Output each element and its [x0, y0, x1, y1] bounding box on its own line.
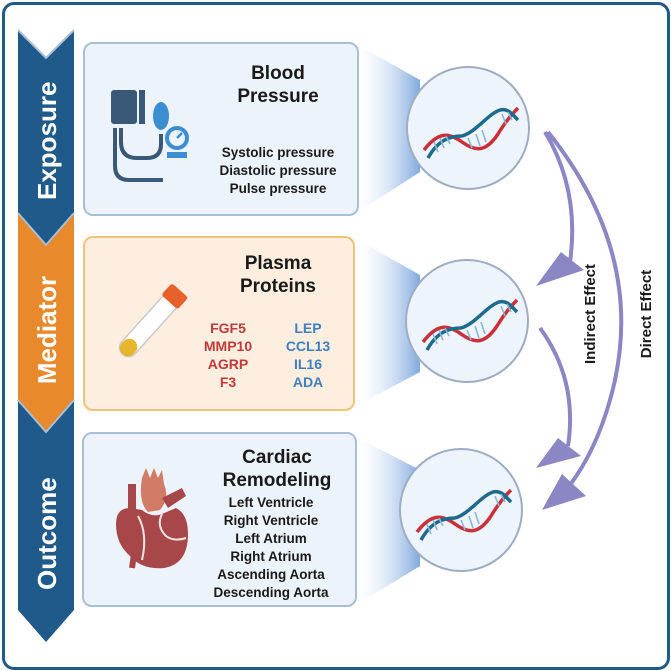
- indirect-effect-label: Indirect Effect: [582, 263, 599, 365]
- exposure-top-edge: [17, 29, 75, 60]
- funnel-exposure: [358, 45, 420, 212]
- funnel-outcome: [358, 438, 420, 604]
- mediator-box: Plasma Proteins FGF5 MMP10 AGRP F3 LEP C…: [83, 236, 355, 411]
- dna-circle-mediator: [405, 259, 529, 383]
- exposure-item: Diastolic pressure: [219, 163, 337, 178]
- exposure-item: Pulse pressure: [229, 181, 327, 196]
- protein-item: IL16: [293, 356, 322, 372]
- blood-pressure-monitor-icon: [111, 90, 189, 182]
- direct-arrow: [546, 130, 624, 487]
- protein-item: CCL13: [285, 338, 331, 354]
- funnel-mediator: [358, 240, 420, 405]
- exposure-chevron: [18, 30, 74, 245]
- indirect-arrowhead-2: [536, 438, 581, 468]
- outcome-title-line2: Remodeling: [222, 470, 332, 491]
- protein-item: AGRP: [207, 356, 249, 372]
- dna-circle-outcome: [399, 448, 523, 572]
- protein-item: LEP: [294, 320, 322, 336]
- heart-icon: [116, 468, 188, 569]
- outcome-item: Right Atrium: [230, 549, 312, 564]
- outcome-item: Descending Aorta: [213, 585, 329, 600]
- proteins-right-column: LEP CCL13 IL16 ADA: [273, 319, 343, 391]
- protein-item: FGF5: [210, 320, 246, 336]
- chevron-separator-2: [17, 399, 75, 434]
- mediator-title-line1: Plasma: [244, 253, 312, 274]
- exposure-box: Blood Pressure Systolic pressure Diastol…: [83, 42, 359, 216]
- outcome-item: Left Atrium: [235, 531, 307, 546]
- outcome-box: Cardiac Remodeling Left Ventricle Right …: [82, 432, 357, 607]
- outcome-item: Right Ventricle: [223, 513, 319, 528]
- indirect-arrow-2: [538, 326, 572, 447]
- direct-effect-label: Direct Effect: [638, 269, 655, 359]
- protein-item: ADA: [292, 374, 324, 390]
- exposure-title: Blood Pressure: [213, 62, 343, 108]
- mediator-chevron: [18, 213, 74, 432]
- chevron-separator-1: [17, 212, 75, 247]
- indirect-arrowhead-1: [536, 252, 584, 286]
- exposure-title-line1: Blood: [251, 63, 305, 84]
- blood-sample-tube-icon: [118, 284, 188, 358]
- outcome-title-line1: Cardiac: [242, 447, 312, 468]
- mediator-title-line2: Proteins: [239, 276, 317, 297]
- indirect-arrow-1: [543, 130, 575, 263]
- outcome-chevron: [18, 400, 74, 642]
- protein-item: MMP10: [203, 338, 253, 354]
- outcome-item: Ascending Aorta: [217, 567, 325, 582]
- direct-arrowhead: [542, 474, 586, 510]
- exposure-title-line2: Pressure: [237, 86, 319, 107]
- dna-circle-exposure: [406, 66, 530, 190]
- exposure-item: Systolic pressure: [221, 145, 335, 160]
- mediator-title: Plasma Proteins: [213, 252, 343, 298]
- proteins-left-column: FGF5 MMP10 AGRP F3: [193, 319, 263, 391]
- outcome-items: Left Ventricle Right Ventricle Left Atri…: [196, 494, 346, 602]
- protein-item: F3: [219, 374, 237, 390]
- outcome-item: Left Ventricle: [228, 495, 314, 510]
- outcome-title: Cardiac Remodeling: [202, 446, 352, 492]
- exposure-items: Systolic pressure Diastolic pressure Pul…: [203, 144, 353, 198]
- exposure-top-notch: [18, 28, 74, 58]
